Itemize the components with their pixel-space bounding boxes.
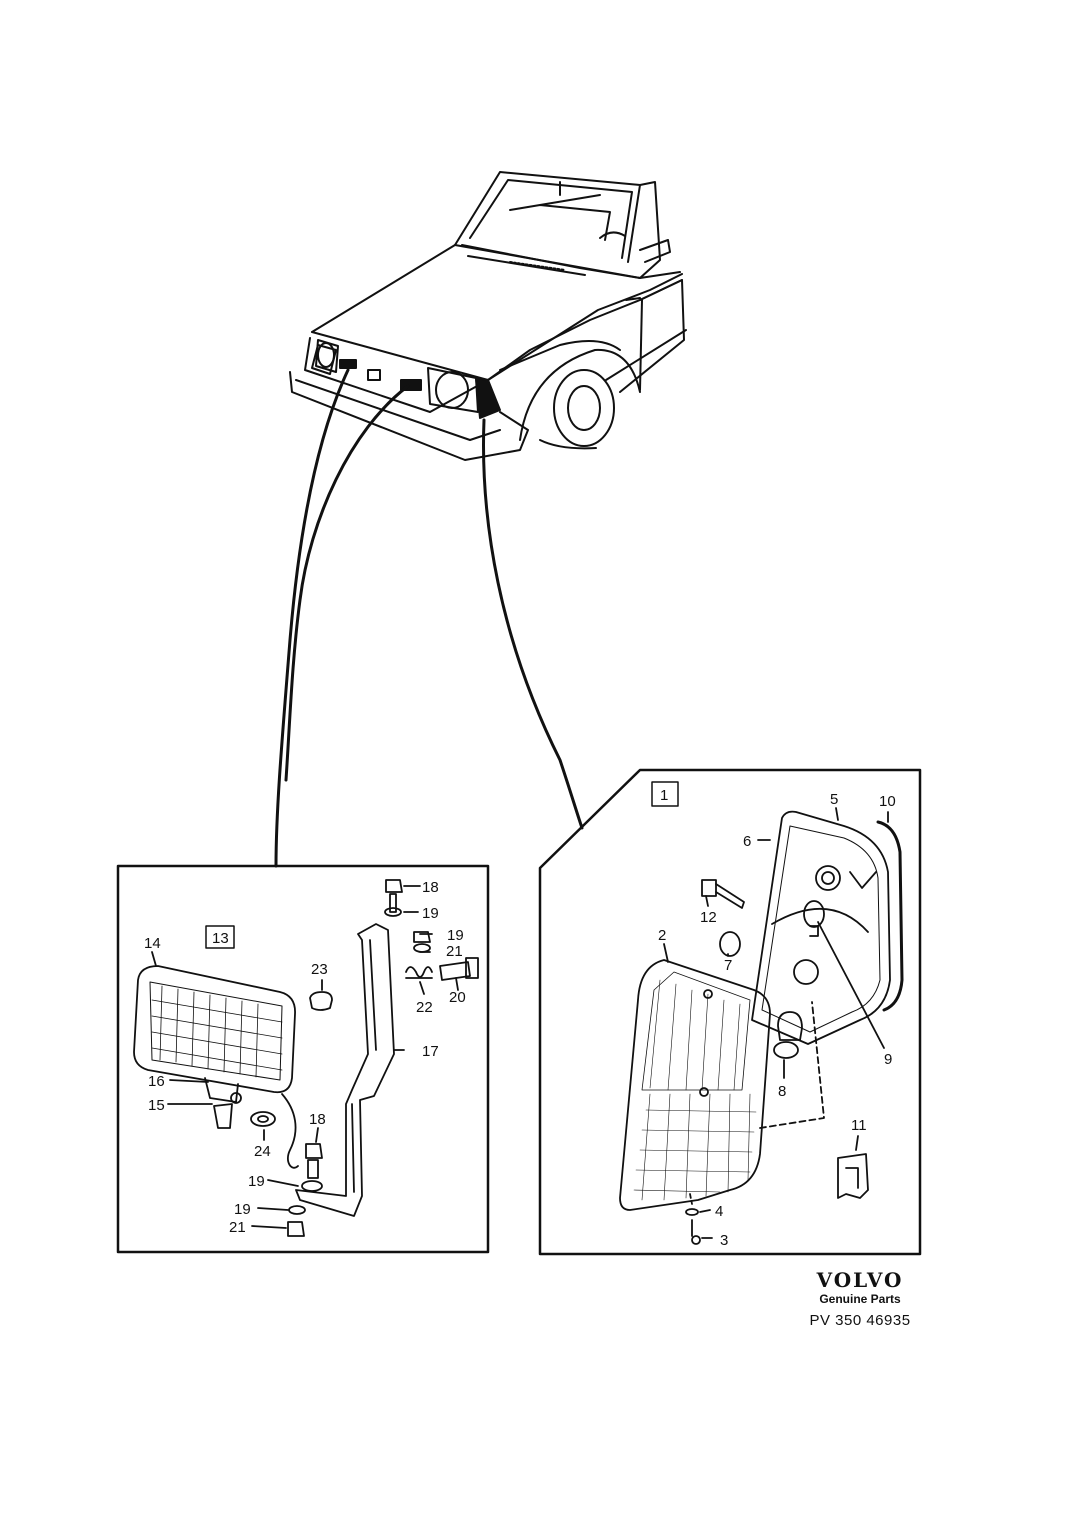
fog-light-box-frame	[116, 864, 490, 1254]
callout-18-top: 18	[422, 879, 439, 896]
callout-19-top: 19	[422, 905, 439, 922]
callout-24: 24	[254, 1143, 271, 1160]
corner-light-box-number-frame	[651, 781, 679, 807]
callout-4: 4	[715, 1203, 723, 1220]
volvo-logo: VOLVO	[816, 1268, 904, 1292]
genuine-parts-label: Genuine Parts	[819, 1292, 901, 1306]
callout-23: 23	[311, 961, 328, 978]
callout-2: 2	[658, 927, 666, 944]
callout-17: 17	[422, 1043, 439, 1060]
callout-19-bottom-a: 19	[248, 1173, 265, 1190]
callout-19-right: 19	[447, 927, 464, 944]
fog-light-assembly	[133, 879, 479, 1237]
fog-light-labels: 13 14 15 16 17 18 19 19 21 20 22 23 24 1…	[144, 879, 466, 1236]
corner-light-assembly	[619, 807, 904, 1245]
callout-8: 8	[778, 1083, 786, 1100]
corner-light-labels: 1 2 3 4 5 6 7 8 9 10 11 12	[658, 787, 896, 1249]
callout-9: 9	[884, 1051, 892, 1068]
callout-15: 15	[148, 1097, 165, 1114]
callout-21-right: 21	[446, 943, 463, 960]
corner-light-box-number: 1	[660, 787, 668, 804]
fog-light-box-number-frame	[205, 925, 235, 949]
callout-5: 5	[830, 791, 838, 808]
callout-7: 7	[724, 957, 732, 974]
callout-18-bottom: 18	[309, 1111, 326, 1128]
part-number: PV 350 46935	[809, 1312, 911, 1329]
callout-22: 22	[416, 999, 433, 1016]
callout-21-bottom: 21	[229, 1219, 246, 1236]
callout-20: 20	[449, 989, 466, 1006]
corner-light-box-frame	[538, 768, 922, 1256]
callout-16: 16	[148, 1073, 165, 1090]
fog-light-box-number: 13	[212, 930, 229, 947]
callout-6: 6	[743, 833, 751, 850]
callout-10: 10	[879, 793, 896, 810]
car-illustration	[289, 171, 687, 461]
callout-3: 3	[720, 1232, 728, 1249]
callout-12: 12	[700, 909, 717, 926]
callout-14: 14	[144, 935, 161, 952]
callout-19-bottom-b: 19	[234, 1201, 251, 1218]
connector-lines	[274, 368, 584, 868]
callout-11: 11	[851, 1117, 867, 1134]
